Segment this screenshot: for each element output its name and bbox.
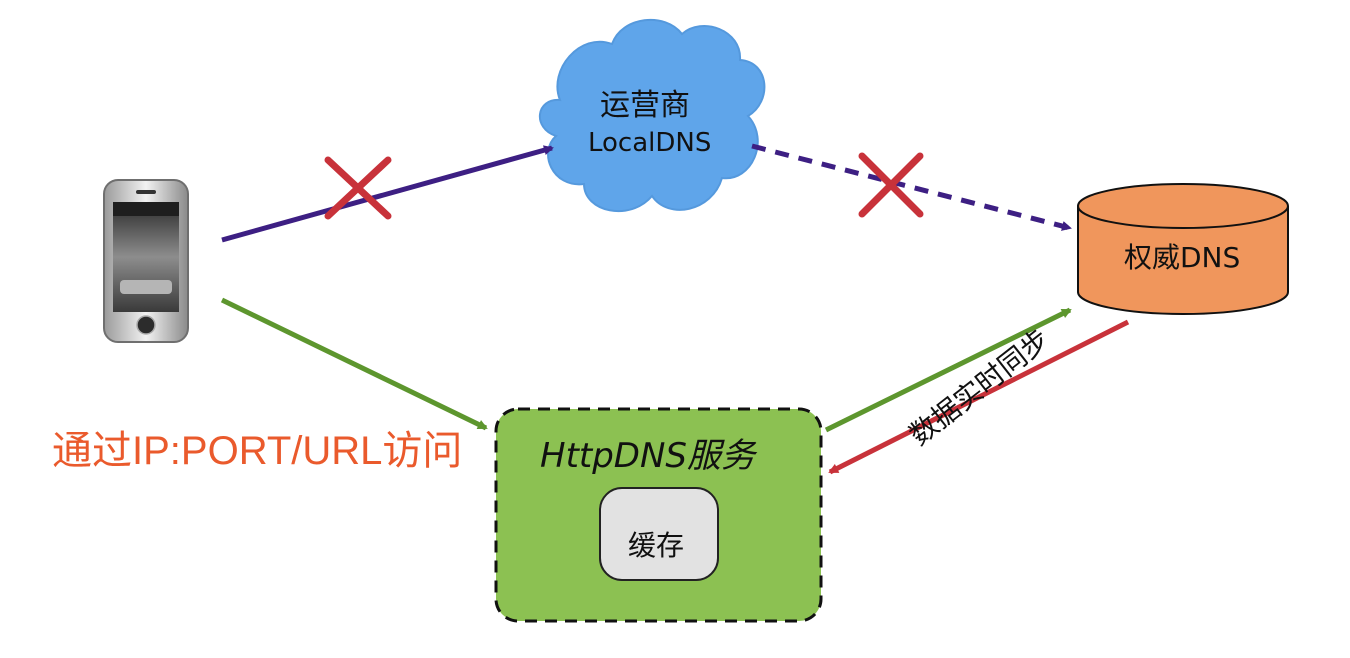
cache-label: 缓存 xyxy=(628,529,685,562)
access-method-label: 通过IP:PORT/URL访问 xyxy=(52,429,463,473)
carrier-label: 运营商 xyxy=(600,88,690,123)
arrow-authdns-to-httpdns xyxy=(828,319,1130,475)
arrow-httpdns-to-authdns xyxy=(824,307,1072,433)
phone-icon xyxy=(103,179,189,343)
cloud-icon xyxy=(538,18,766,212)
localdns-label: LocalDNS xyxy=(588,128,712,158)
httpdns-service-title: HttpDNS服务 xyxy=(540,436,756,476)
arrow-phone-to-httpdns xyxy=(220,297,488,431)
cache-box xyxy=(599,487,719,581)
cross-icon xyxy=(858,152,924,218)
arrow-phone-to-localdns xyxy=(221,145,554,243)
database-icon xyxy=(1077,183,1289,315)
authoritative-dns-label: 权威DNS xyxy=(1124,241,1241,274)
arrow-localdns-to-authdns xyxy=(751,143,1072,231)
cross-icon xyxy=(324,156,392,220)
